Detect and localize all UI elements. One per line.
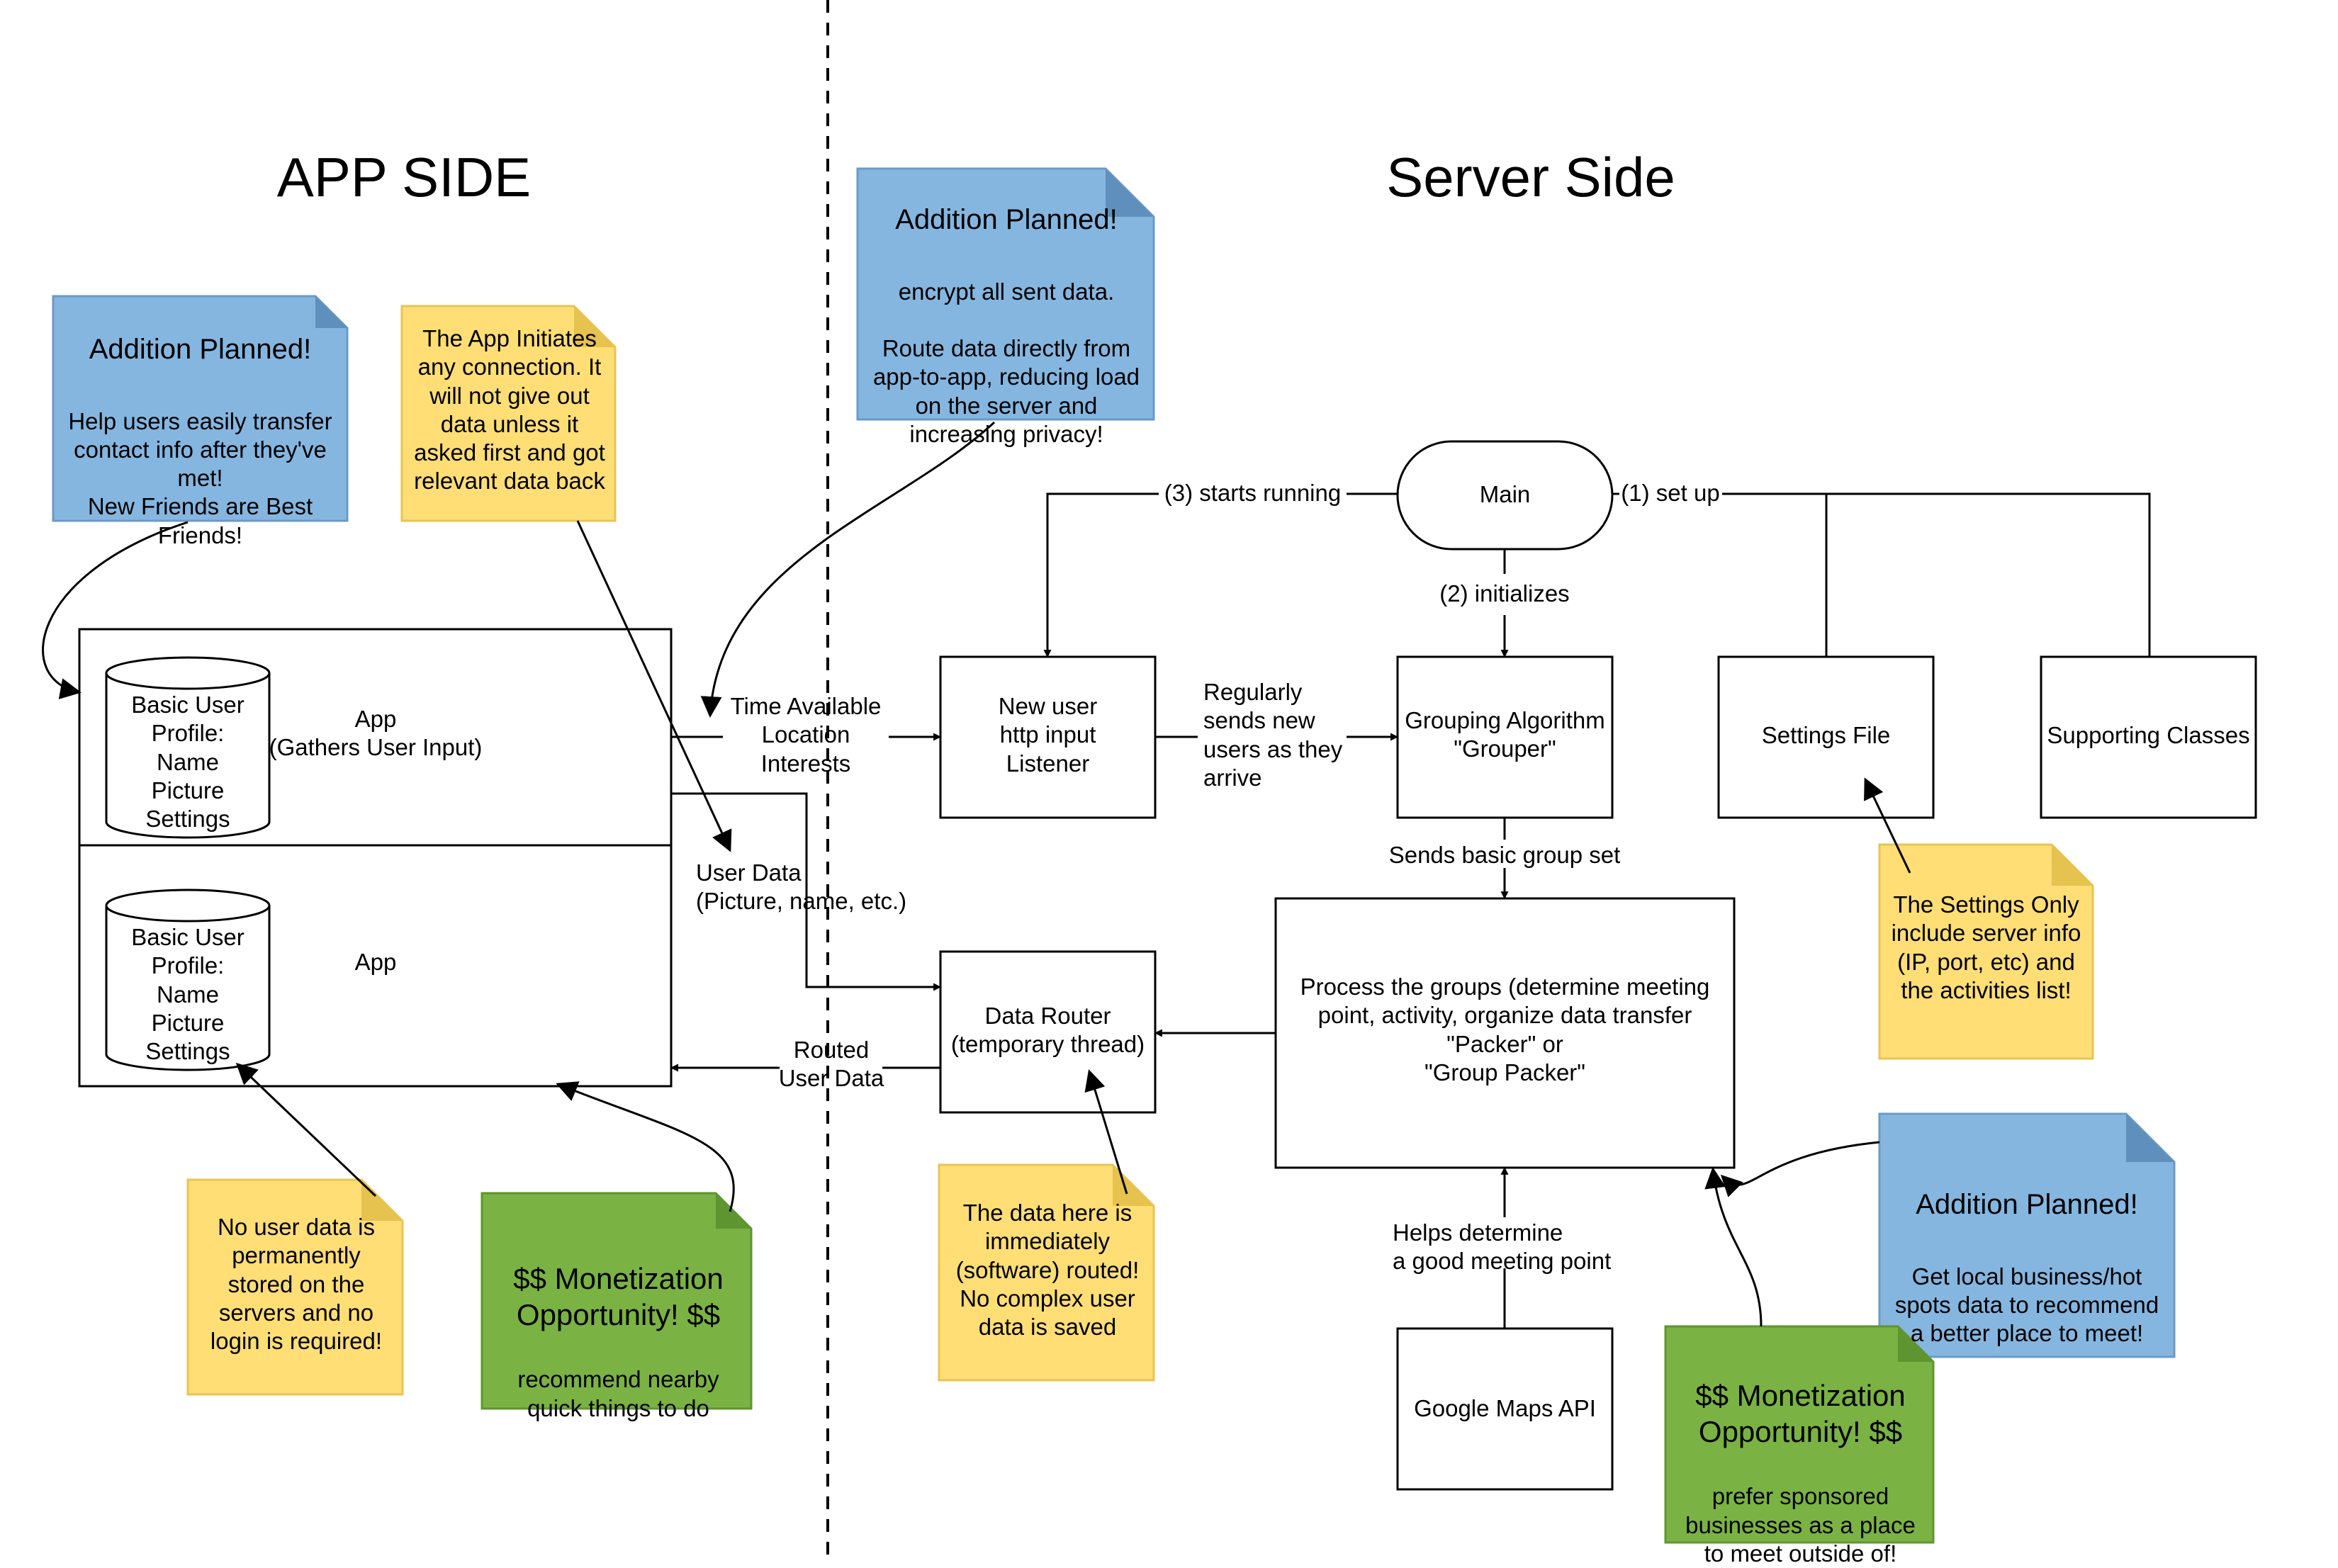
- note-heading: Addition Planned!: [89, 334, 312, 366]
- settings-file-box: [1717, 655, 1935, 819]
- edge-label-regularly: Regularly sends new users as they arrive: [1203, 679, 1343, 791]
- pointer-green-app: [556, 1081, 735, 1212]
- note-blue-local-text: Addition Planned! Get local business/hot…: [1882, 1158, 2172, 1348]
- pointer-blue-encrypt: [700, 421, 996, 718]
- note-blue-local: [1878, 1112, 2176, 1358]
- note-green-server-text: $$ Monetization Opportunity! $$ prefer s…: [1668, 1350, 1933, 1568]
- note-blue-encrypt-text: Addition Planned! encrypt all sent data.…: [861, 174, 1152, 449]
- edge-label-helps: Helps determine a good meeting point: [1393, 1219, 1612, 1275]
- pointer-yellow-settings: [1864, 777, 1911, 874]
- note-green-server: [1664, 1325, 1935, 1544]
- note-heading: $$ Monetization Opportunity! $$: [1695, 1379, 1906, 1448]
- profile-bottom-label: Basic User Profile: Name Picture Setting…: [131, 924, 245, 1064]
- edge-main-setup: [1612, 492, 2151, 657]
- supporting-classes-label: Supporting Classes: [2047, 722, 2250, 748]
- edge-label-initializes: (2) initializes: [1439, 580, 1570, 607]
- edge-label-starts-running: (3) starts running: [1164, 480, 1342, 506]
- pointer-green-server: [1704, 1167, 1763, 1327]
- note-body: Help users easily transfer contact info …: [68, 407, 332, 548]
- note-yellow-initiates: [400, 305, 617, 522]
- server-side-title: Server Side: [1386, 146, 1675, 208]
- router-box: [939, 950, 1157, 1114]
- router-label: Data Router (temporary thread): [950, 1003, 1145, 1058]
- main-label: Main: [1479, 481, 1531, 507]
- app-side-title: APP SIDE: [276, 146, 532, 208]
- maps-box: [1396, 1327, 1614, 1491]
- supporting-classes-box: [2040, 655, 2257, 819]
- edge-label-set-up: (1) set up: [1621, 480, 1720, 506]
- note-body: encrypt all sent data. Route data direct…: [872, 278, 1140, 447]
- pointer-blue-app: [42, 521, 189, 699]
- note-yellow-settings-text: The Settings Only include server info (I…: [1891, 891, 2081, 1003]
- packer-label: Process the groups (determine meeting po…: [1300, 974, 1710, 1085]
- edge-label-user-data: User Data (Picture, name, etc.): [696, 859, 907, 915]
- note-blue-app-text: Addition Planned! Help users easily tran…: [57, 303, 344, 550]
- note-heading: Addition Planned!: [895, 204, 1118, 236]
- maps-label: Google Maps API: [1414, 1395, 1596, 1421]
- note-blue-encrypt: [856, 167, 1155, 421]
- edge-label-routed: Routed User Data: [778, 1037, 884, 1092]
- note-yellow-initiates-text: The App Initiates any connection. It wil…: [414, 325, 605, 495]
- profile-cylinder-top: [105, 656, 271, 839]
- pointer-yellow-initiates: [576, 520, 732, 852]
- pointer-blue-local: [1720, 1141, 1880, 1197]
- note-yellow-settings: [1878, 843, 2094, 1060]
- note-blue-app: [52, 295, 349, 522]
- note-green-app-text: $$ Monetization Opportunity! $$ recommen…: [485, 1233, 751, 1423]
- note-body: recommend nearby quick things to do: [517, 1366, 719, 1421]
- edge-app-to-router: [671, 792, 942, 991]
- note-body: prefer sponsored businesses as a place t…: [1685, 1483, 1916, 1567]
- grouper-label: Grouping Algorithm "Grouper": [1405, 707, 1605, 762]
- app-top-label: App (Gathers User Input): [269, 706, 483, 761]
- app-bottom-label: App: [354, 949, 397, 975]
- note-yellow-router-text: The data here is immediately (software) …: [955, 1200, 1140, 1340]
- note-green-app: [480, 1192, 753, 1410]
- pointer-yellow-nodata: [235, 1062, 377, 1197]
- listener-box: [939, 655, 1157, 819]
- note-yellow-router: [938, 1163, 1155, 1382]
- edge-main-to-listener: [1047, 492, 1398, 657]
- pointer-yellow-router: [1084, 1069, 1128, 1195]
- profile-cylinder-bottom: [105, 889, 271, 1071]
- grouper-box: [1396, 655, 1614, 819]
- note-body: Get local business/hot spots data to rec…: [1894, 1263, 2159, 1347]
- note-heading: Addition Planned!: [1916, 1189, 2138, 1221]
- edge-label-sends-group: Sends basic group set: [1388, 842, 1621, 868]
- note-yellow-nodata: [186, 1178, 404, 1396]
- packer-box: [1274, 897, 1736, 1169]
- edge-label-time-location: Time Available Location Interests: [730, 693, 882, 777]
- settings-file-label: Settings File: [1761, 722, 1891, 748]
- profile-top-label: Basic User Profile: Name Picture Setting…: [131, 692, 245, 832]
- note-yellow-nodata-text: No user data is permanently stored on th…: [210, 1214, 383, 1354]
- listener-label: New user http input Listener: [998, 693, 1098, 777]
- note-heading: $$ Monetization Opportunity! $$: [513, 1262, 724, 1331]
